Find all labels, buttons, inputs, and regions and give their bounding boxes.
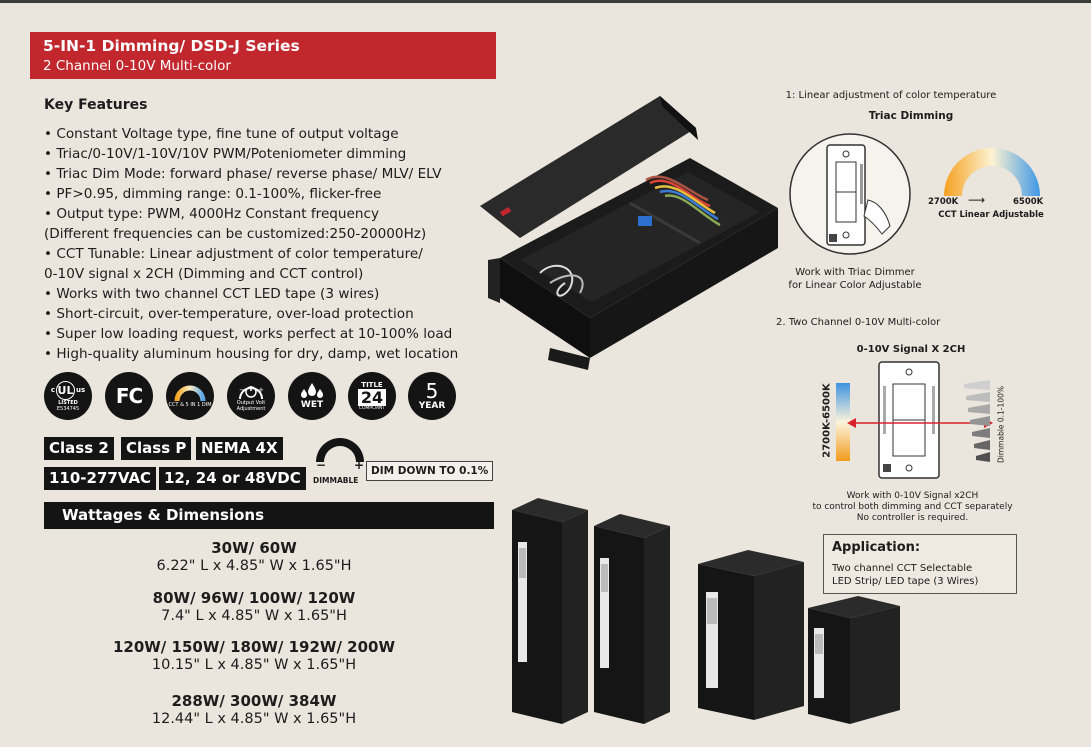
class2-chip: Class 2 (44, 437, 114, 460)
cct-range-label: 2700K-6500K (821, 383, 833, 458)
wattage-group: 288W/ 300W/ 384W 12.44" L x 4.85" W x 1.… (44, 692, 464, 728)
wattages-title: Wattages & Dimensions (62, 506, 265, 524)
water-drops-icon (301, 383, 323, 398)
wattage-group: 30W/ 60W 6.22" L x 4.85" W x 1.65"H (44, 539, 464, 575)
cct-high-label: 6500K (1013, 197, 1044, 207)
triac-dimmer-illustration (789, 133, 911, 255)
ul-icon: UL (56, 380, 75, 400)
cct-low-label: 2700K (928, 197, 959, 207)
feature-item: • Triac/0-10V/1-10V/10V PWM/Poteniometer… (44, 146, 407, 162)
two-channel-dimmer-illustration (878, 361, 940, 479)
feature-item: • Super low loading request, works perfe… (44, 326, 453, 342)
cct-arc-gradient (944, 148, 1040, 196)
wattage-dimensions: 10.15" L x 4.85" W x 1.65"H (151, 657, 357, 673)
feature-item: • Triac Dim Mode: forward phase/ reverse… (44, 166, 442, 182)
ul-c-mark: c (50, 386, 55, 394)
ul-code-text: E534745 (56, 405, 80, 412)
wet-location-badge: WET (288, 372, 336, 420)
two-channel-caption-line: to control both dimming and CCT separate… (812, 502, 1013, 512)
volt-adjust-label: Output Volt Adjustment (236, 400, 266, 412)
two-channel-caption-line: No controller is required. (856, 513, 969, 523)
feature-item: (Different frequencies can be customized… (44, 226, 427, 242)
application-line: Two channel CCT Selectable (832, 563, 973, 574)
nema-chip: NEMA 4X (196, 437, 283, 460)
volt-adjust-badge: − + Output Volt Adjustment (227, 372, 275, 420)
dim-down-box: DIM DOWN TO 0.1% (366, 461, 494, 481)
feature-item: • Constant Voltage type, fine tune of ou… (44, 126, 399, 142)
series-subtitle: 2 Channel 0-10V Multi-color (43, 58, 231, 74)
certification-badges: c UL us LISTED E534745 FC CCT & 5 IN 1 D… (44, 372, 464, 426)
dimmable-steps-icon (964, 380, 990, 462)
fcc-icon: FC (115, 384, 143, 408)
feature-item: • High-quality aluminum housing for dry,… (44, 346, 459, 362)
fcc-badge: FC (105, 372, 153, 420)
wattage-dimensions: 7.4" L x 4.85" W x 1.65"H (161, 608, 347, 624)
feature-item: 0-10V signal x 2CH (Dimming and CCT cont… (44, 266, 364, 282)
triac-heading: 1: Linear adjustment of color temperatur… (785, 90, 997, 101)
open-driver-box-image (480, 96, 778, 370)
title24-top: TITLE (361, 380, 383, 389)
key-features-list: • Constant Voltage type, fine tune of ou… (44, 124, 484, 364)
ul-us-mark: us (76, 386, 86, 394)
application-title: Application: (832, 540, 921, 555)
wattage-values: 288W/ 300W/ 384W (171, 692, 337, 710)
cct-gradient-bar (836, 383, 850, 461)
ul-listed-badge: c UL us LISTED E534745 (44, 372, 92, 420)
wet-label: WET (300, 400, 324, 410)
wattage-group: 120W/ 150W/ 180W/ 192W/ 200W 10.15" L x … (44, 638, 464, 674)
warranty-label: YEAR (418, 401, 446, 411)
vdc-chip: 12, 24 or 48VDC (159, 467, 306, 490)
svg-text:−: − (239, 386, 245, 394)
dimmable-range-label: Dimmable 0.1-100% (996, 386, 1006, 463)
title24-number: 24 (357, 388, 387, 406)
wattage-dimensions: 6.22" L x 4.85" W x 1.65"H (156, 558, 352, 574)
dim-plus-sign: + (354, 458, 365, 472)
title24-bottom: COMPLIANT (358, 405, 386, 411)
triac-caption-line: for Linear Color Adjustable (788, 280, 922, 291)
power-knob-icon: − + (239, 386, 264, 400)
cct-arc-label: CCT Linear Adjustable (938, 210, 1044, 220)
classp-chip: Class P (121, 437, 192, 460)
feature-item: • Short-circuit, over-temperature, over-… (44, 306, 414, 322)
key-features-title: Key Features (44, 97, 148, 113)
wattage-dimensions: 12.44" L x 4.85" W x 1.65"H (151, 711, 357, 727)
series-banner: 5-IN-1 Dimming/ DSD-J Series 2 Channel 0… (30, 32, 496, 79)
feature-item: • CCT Tunable: Linear adjustment of colo… (44, 246, 423, 262)
cct-dim-label: CCT & 5 IN 1 DIM (168, 402, 212, 408)
ul-listed-text: LISTED (58, 399, 78, 406)
wattage-group: 80W/ 96W/ 100W/ 120W 7.4" L x 4.85" W x … (44, 589, 464, 625)
feature-item: • Works with two channel CCT LED tape (3… (44, 286, 380, 302)
two-channel-title: 0-10V Signal X 2CH (856, 344, 966, 355)
feature-item: • PF>0.95, dimming range: 0.1-100%, flic… (44, 186, 382, 202)
wattage-values: 120W/ 150W/ 180W/ 192W/ 200W (112, 638, 396, 656)
wattages-header: Wattages & Dimensions (44, 502, 494, 529)
series-title: 5-IN-1 Dimming/ DSD-J Series (43, 37, 300, 55)
triac-title: Triac Dimming (868, 110, 954, 122)
application-box: Application: Two channel CCT Selectable … (823, 534, 1017, 594)
svg-text:+: + (258, 386, 264, 394)
vac-chip: 110-277VAC (44, 467, 157, 490)
title24-badge: TITLE 24 COMPLIANT (348, 372, 396, 420)
dimmable-label: DIMMABLE (313, 476, 359, 485)
feature-item: • Output type: PWM, 4000Hz Constant freq… (44, 206, 380, 222)
wattage-values: 30W/ 60W (211, 539, 297, 557)
five-year-warranty-badge: 5 YEAR (408, 372, 456, 420)
dim-minus-sign: − (316, 458, 327, 472)
two-channel-caption-line: Work with 0-10V Signal x2CH (846, 491, 979, 501)
triac-caption-line: Work with Triac Dimmer (795, 267, 915, 278)
cct-arc-icon (174, 385, 206, 402)
cct-dim-badge: CCT & 5 IN 1 DIM (166, 372, 214, 420)
wattage-values: 80W/ 96W/ 100W/ 120W (152, 589, 356, 607)
top-border (0, 0, 1091, 3)
dimmable-arc-icon (316, 438, 364, 462)
warranty-number: 5 (425, 379, 439, 403)
application-line: LED Strip/ LED tape (3 Wires) (832, 576, 979, 587)
cct-arrow-icon: ⟶ (968, 193, 986, 207)
two-channel-heading: 2. Two Channel 0-10V Multi-color (776, 317, 941, 328)
driver-lineup-image (512, 498, 900, 724)
